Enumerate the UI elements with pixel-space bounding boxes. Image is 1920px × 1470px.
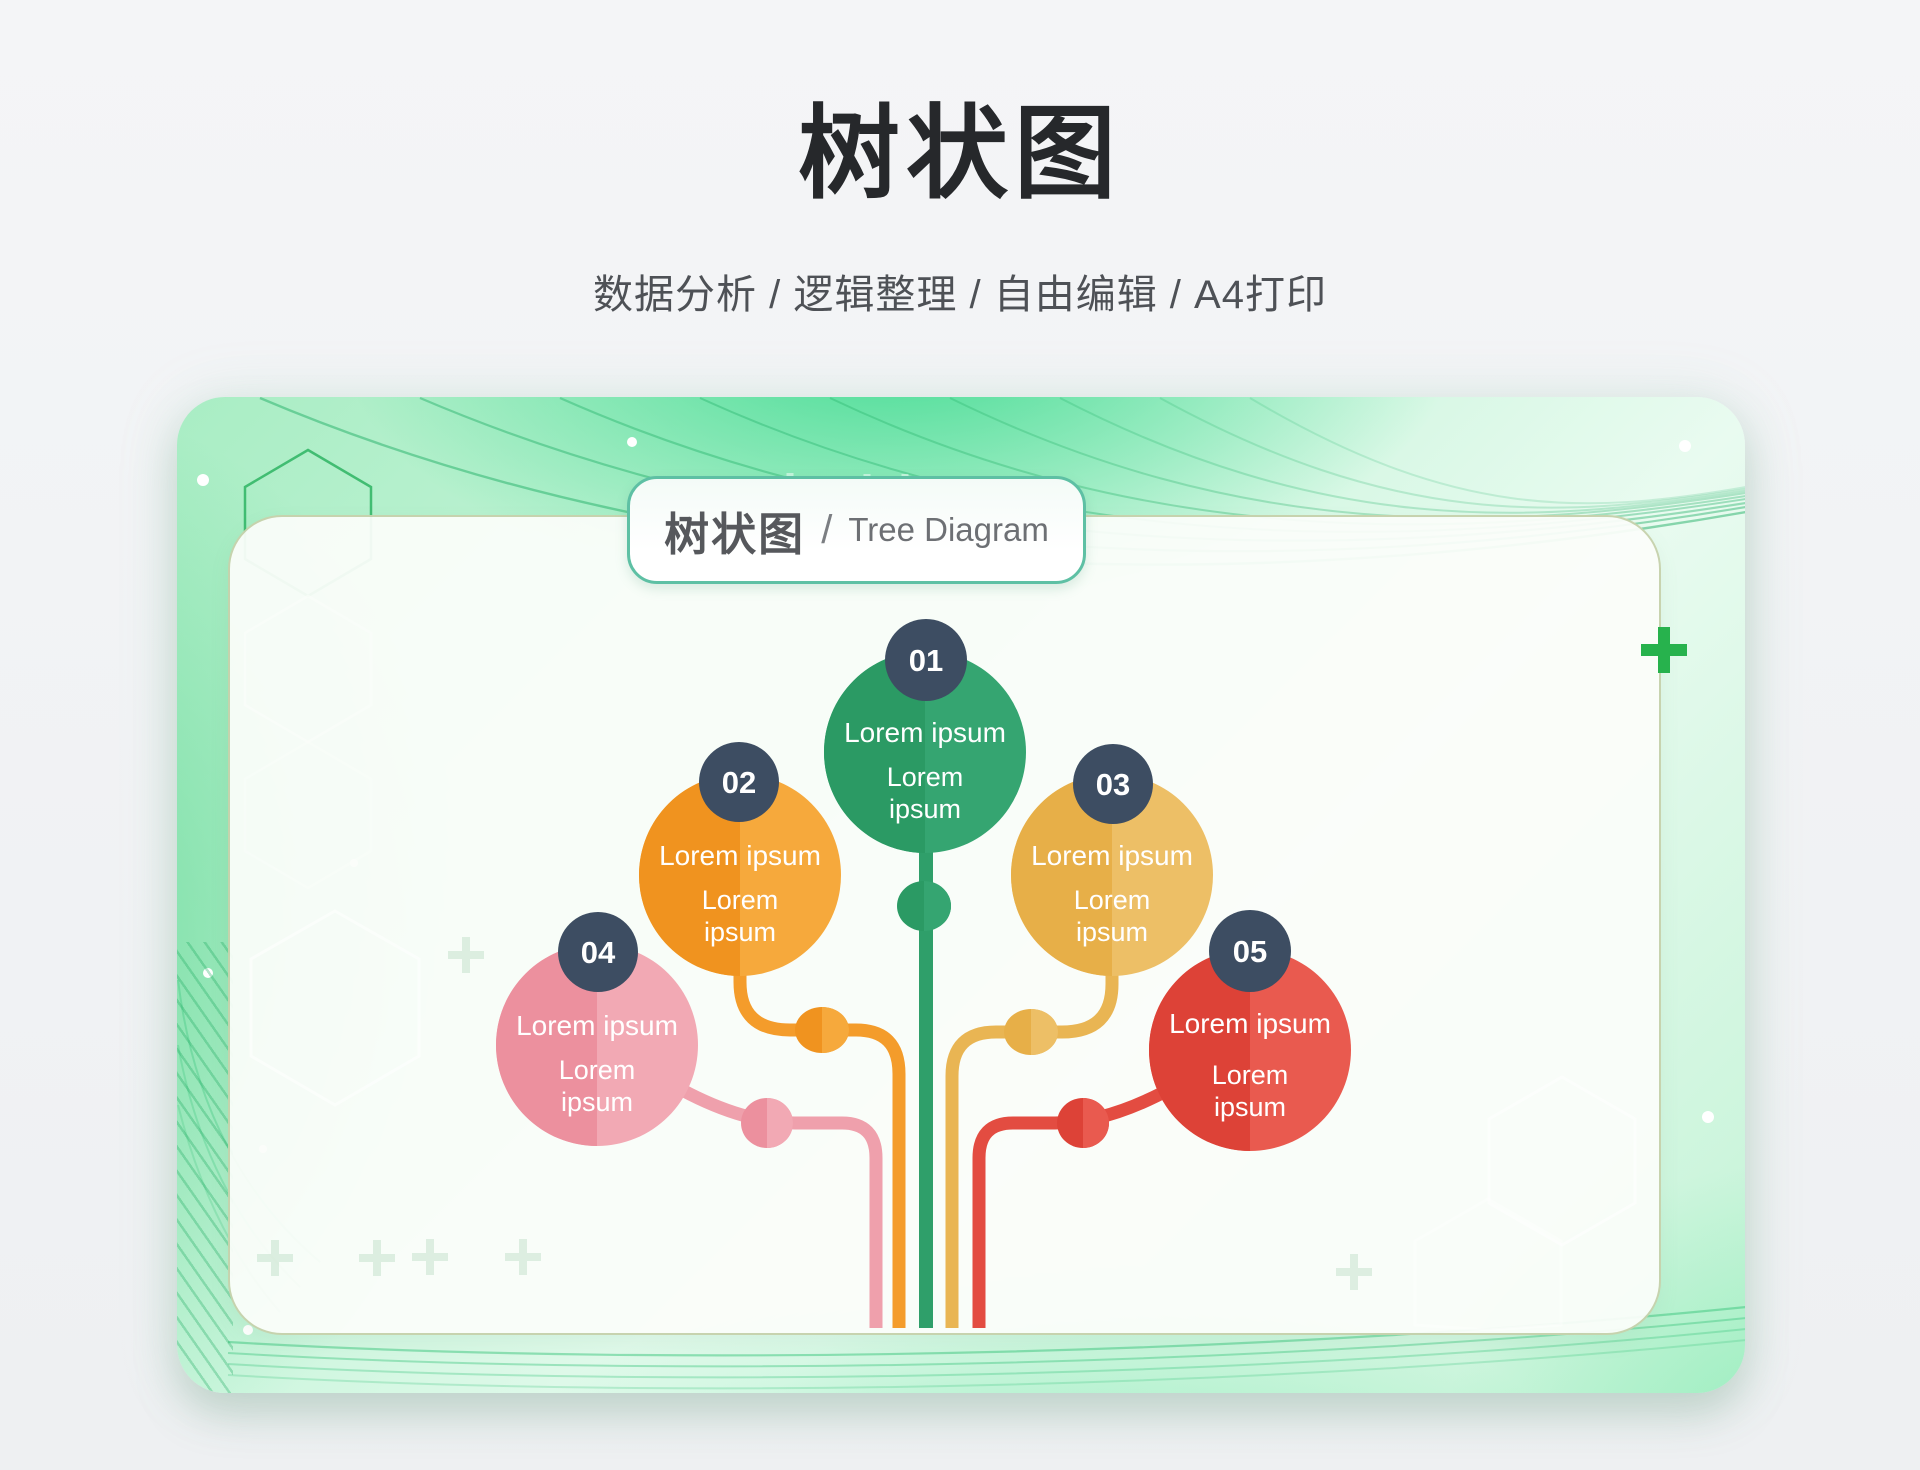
badge-05	[1209, 910, 1291, 992]
badge-05-number: 05	[1233, 934, 1267, 969]
poster-card: 01 Lorem ipsum Lorem ipsum 02 Lorem ipsu…	[177, 397, 1745, 1393]
badge-01	[885, 619, 967, 701]
tree-node-02: 02 Lorem ipsum Lorem ipsum	[639, 742, 841, 976]
badge-01-number: 01	[909, 643, 943, 678]
svg-text:ipsum: ipsum	[889, 794, 961, 824]
svg-text:Lorem: Lorem	[1212, 1060, 1289, 1090]
page-subtitle: 数据分析 / 逻辑整理 / 自由编辑 / A4打印	[593, 273, 1327, 317]
left-stripe-pattern	[177, 942, 233, 1393]
svg-text:Lorem: Lorem	[702, 885, 779, 915]
svg-text:Lorem ipsum: Lorem ipsum	[659, 840, 821, 871]
tree-node-05: 05 Lorem ipsum Lorem ipsum	[1149, 910, 1351, 1151]
plus-marks-panel	[257, 937, 1372, 1290]
card-header-pill: 树状图 / Tree Diagram	[627, 476, 1086, 584]
page-title: 树状图	[798, 97, 1122, 211]
tree-diagram: 01 Lorem ipsum Lorem ipsum 02 Lorem ipsu…	[249, 619, 1687, 1332]
card-title-zh: 树状图	[664, 508, 806, 560]
svg-text:Lorem ipsum: Lorem ipsum	[844, 717, 1006, 748]
badge-02-number: 02	[722, 765, 756, 800]
badge-03	[1073, 744, 1153, 824]
green-plus-icon	[1641, 627, 1687, 673]
card-title-separator: /	[821, 507, 833, 552]
tree-node-04: 04 Lorem ipsum Lorem ipsum	[496, 912, 698, 1146]
card-title-en: Tree Diagram	[848, 511, 1049, 548]
badge-03-number: 03	[1096, 767, 1130, 802]
svg-text:ipsum: ipsum	[1076, 917, 1148, 947]
stem-03	[945, 930, 1119, 1328]
tree-node-03: 03 Lorem ipsum Lorem ipsum	[1011, 744, 1213, 976]
svg-text:ipsum: ipsum	[561, 1087, 633, 1117]
tree-node-01: 01 Lorem ipsum Lorem ipsum	[824, 619, 1026, 853]
svg-text:Lorem ipsum: Lorem ipsum	[1169, 1008, 1331, 1039]
badge-02	[699, 742, 779, 822]
badge-04-number: 04	[581, 935, 616, 970]
svg-text:Lorem ipsum: Lorem ipsum	[516, 1010, 678, 1041]
svg-text:Lorem: Lorem	[1074, 885, 1151, 915]
stem-02	[733, 930, 906, 1328]
svg-text:ipsum: ipsum	[704, 917, 776, 947]
tree-joints	[741, 881, 1109, 1148]
svg-text:Lorem: Lorem	[559, 1055, 636, 1085]
svg-text:Lorem: Lorem	[887, 762, 964, 792]
svg-text:ipsum: ipsum	[1214, 1092, 1286, 1122]
svg-text:Lorem ipsum: Lorem ipsum	[1031, 840, 1193, 871]
panel-watermarks	[249, 909, 1637, 1332]
badge-04	[558, 912, 638, 992]
